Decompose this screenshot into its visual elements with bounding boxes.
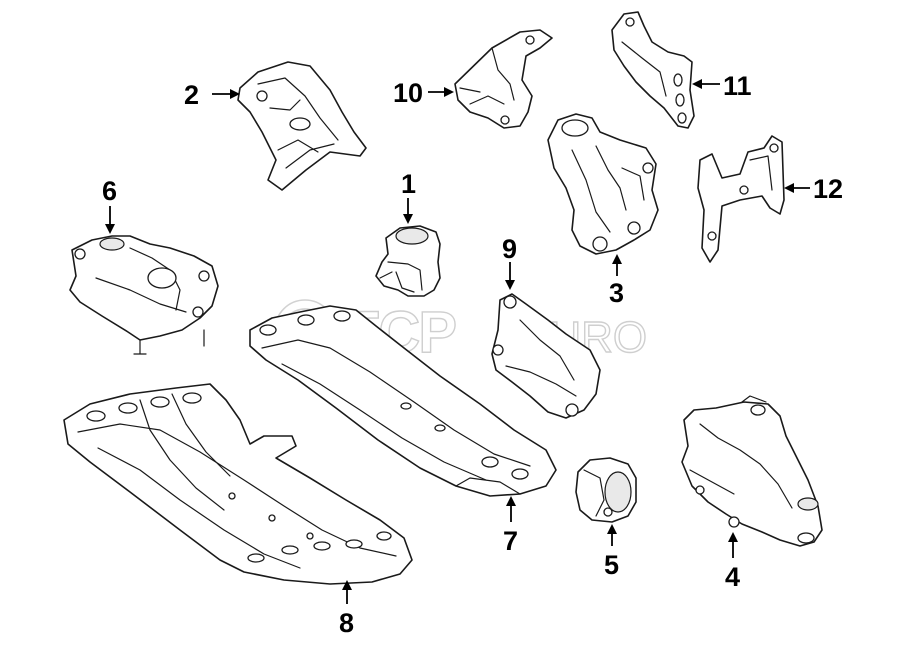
callout-9: 9	[502, 234, 517, 264]
part-3-engine-mount-bracket	[547, 113, 659, 255]
callout-3: 3	[609, 278, 624, 308]
callout-12: 12	[813, 174, 843, 204]
part-1-engine-mount-insulator	[375, 225, 441, 297]
part-9-mount-bracket	[491, 293, 601, 419]
part-8-front-crossmember	[63, 383, 413, 585]
part-11-bracket	[611, 11, 695, 129]
callout-10: 10	[393, 78, 423, 108]
part-10-bracket	[454, 29, 553, 129]
part-4-engine-mount-bracket-large	[681, 395, 823, 547]
callouts: 2 10 11 12 3 1 6 9 7 8 5 4	[102, 71, 843, 638]
callout-6: 6	[102, 176, 117, 206]
part-12-bracket	[697, 135, 785, 263]
part-5-bushing	[575, 457, 637, 523]
callout-4: 4	[725, 562, 740, 592]
callout-7: 7	[503, 526, 518, 556]
leader-lines	[105, 79, 810, 604]
callout-11: 11	[723, 71, 752, 101]
callout-2: 2	[184, 80, 199, 110]
part-6-transmission-mount	[69, 235, 219, 355]
part-7-rear-crossmember	[249, 305, 557, 497]
callout-8: 8	[339, 608, 354, 638]
callout-5: 5	[604, 550, 619, 580]
part-2-heat-shield	[237, 61, 367, 191]
callout-1: 1	[401, 169, 416, 199]
